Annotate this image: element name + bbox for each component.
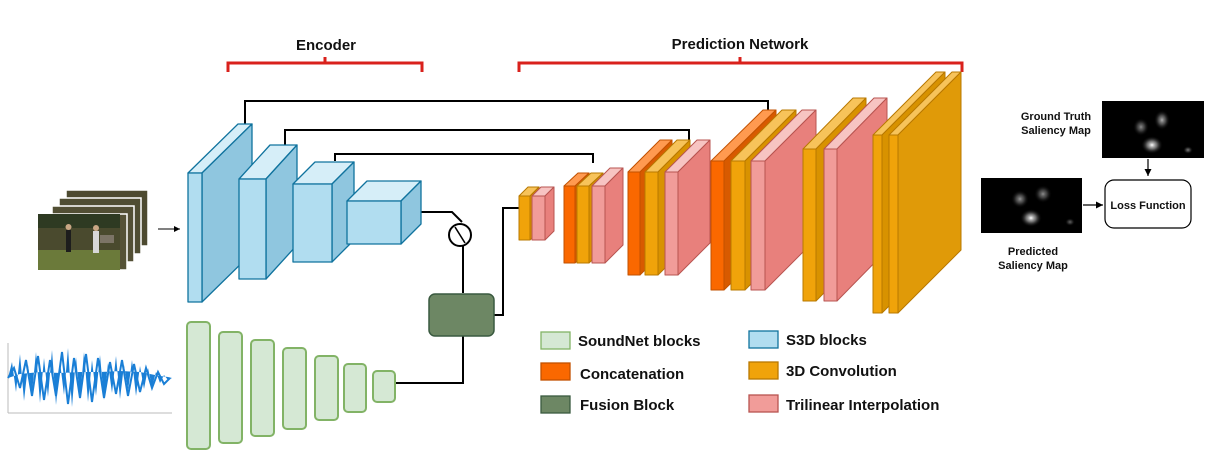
prediction-network-bracket — [517, 57, 964, 72]
legend-label-s3d: S3D blocks — [786, 332, 867, 349]
pred-stage-1 — [518, 186, 555, 241]
encoder-bracket — [226, 57, 424, 72]
legend: SoundNet blocks Concatenation Fusion Blo… — [540, 330, 939, 414]
video-frames — [38, 189, 149, 271]
soundnet-block-1 — [186, 321, 211, 450]
legend-label-fusion: Fusion Block — [580, 397, 675, 414]
pred-stage-5 — [802, 97, 888, 302]
loss-function-label: Loss Function — [1110, 200, 1185, 212]
legend-label-concatenation: Concatenation — [580, 366, 684, 383]
pred-stage-6 — [872, 71, 962, 314]
legend-label-conv3d: 3D Convolution — [786, 363, 897, 380]
ground-truth-label-line2: Saliency Map — [1021, 125, 1091, 137]
predicted-label-line2: Saliency Map — [998, 260, 1068, 272]
legend-swatch-trilinear — [748, 394, 779, 413]
skip-connections — [244, 100, 769, 163]
predicted-label-line1: Predicted — [1008, 246, 1058, 258]
ground-truth-label-line1: Ground Truth — [1021, 111, 1092, 123]
soundnet-block-6 — [343, 363, 367, 413]
legend-swatch-concatenation — [540, 362, 571, 381]
soundnet-block-3 — [250, 339, 275, 437]
prediction-network-label: Prediction Network — [672, 36, 809, 53]
legend-label-trilinear: Trilinear Interpolation — [786, 397, 939, 414]
encoder-to-fusion-lines — [395, 207, 519, 384]
pred-stage-3 — [627, 139, 711, 276]
audio-waveform — [7, 343, 172, 414]
legend-swatch-s3d — [748, 330, 779, 349]
fusion-block — [428, 293, 495, 337]
legend-swatch-fusion — [540, 395, 571, 414]
s3d-block-2 — [238, 144, 298, 280]
legend-swatch-soundnet — [540, 331, 571, 350]
soundnet-blocks — [186, 321, 396, 450]
soundnet-block-4 — [282, 347, 307, 430]
ground-truth-saliency-map — [1102, 101, 1204, 158]
s3d-encoder-blocks — [187, 123, 422, 303]
s3d-block-4 — [346, 180, 422, 245]
pred-stage-2 — [563, 167, 624, 264]
predicted-saliency-map — [981, 178, 1082, 233]
switch-node — [448, 223, 472, 247]
prediction-network-blocks — [518, 71, 962, 314]
encoder-label: Encoder — [296, 37, 356, 54]
loss-function-box — [1104, 179, 1192, 229]
s3d-block-3 — [292, 161, 355, 263]
soundnet-block-7 — [372, 370, 396, 403]
soundnet-block-5 — [314, 355, 339, 421]
pred-stage-4 — [710, 109, 817, 291]
legend-label-soundnet: SoundNet blocks — [578, 333, 701, 350]
legend-swatch-conv3d — [748, 361, 779, 380]
soundnet-block-2 — [218, 331, 243, 444]
